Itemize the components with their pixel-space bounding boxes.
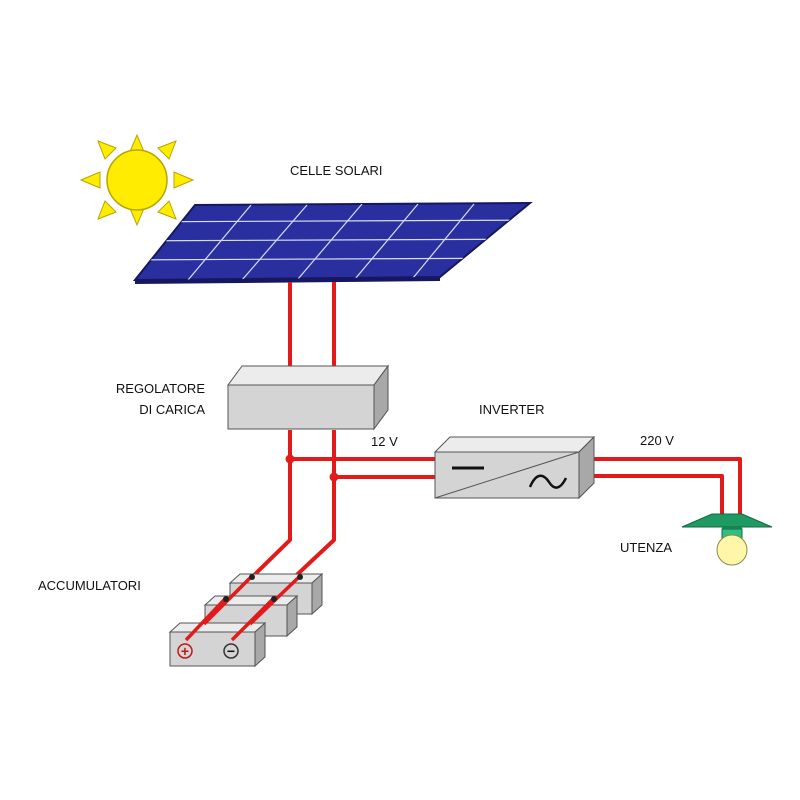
regulator-label-line1: REGOLATORE xyxy=(116,381,205,396)
battery-positive-symbol: + xyxy=(181,643,189,659)
battery-terminal xyxy=(297,574,303,580)
battery-terminal xyxy=(271,596,277,602)
regulator-label-line2: DI CARICA xyxy=(139,402,205,417)
battery-negative-terminal xyxy=(223,643,239,659)
battery-terminal xyxy=(223,596,229,602)
wire-junction xyxy=(329,472,339,482)
solar-panel-icon xyxy=(132,201,533,284)
ac-voltage-label: 220 V xyxy=(640,433,674,448)
inverter-box xyxy=(433,435,596,500)
solar-cells-label: CELLE SOLARI xyxy=(290,163,383,178)
lamp-icon xyxy=(681,513,773,566)
load-label: UTENZA xyxy=(620,540,672,555)
ac-symbol-icon xyxy=(528,474,568,489)
dc-voltage-label: 12 V xyxy=(371,434,398,449)
charge-regulator xyxy=(227,364,389,431)
battery-terminal xyxy=(249,574,255,580)
inverter-label: INVERTER xyxy=(479,402,545,417)
batteries-label: ACCUMULATORI xyxy=(38,578,141,593)
wiring xyxy=(196,282,742,632)
wire-junction xyxy=(285,454,295,464)
battery-negative-symbol: − xyxy=(227,643,235,659)
battery-icon: + − xyxy=(168,621,267,668)
sun-icon xyxy=(79,133,195,227)
battery-positive-terminal xyxy=(177,643,193,659)
battery-bank: + − xyxy=(168,572,324,668)
